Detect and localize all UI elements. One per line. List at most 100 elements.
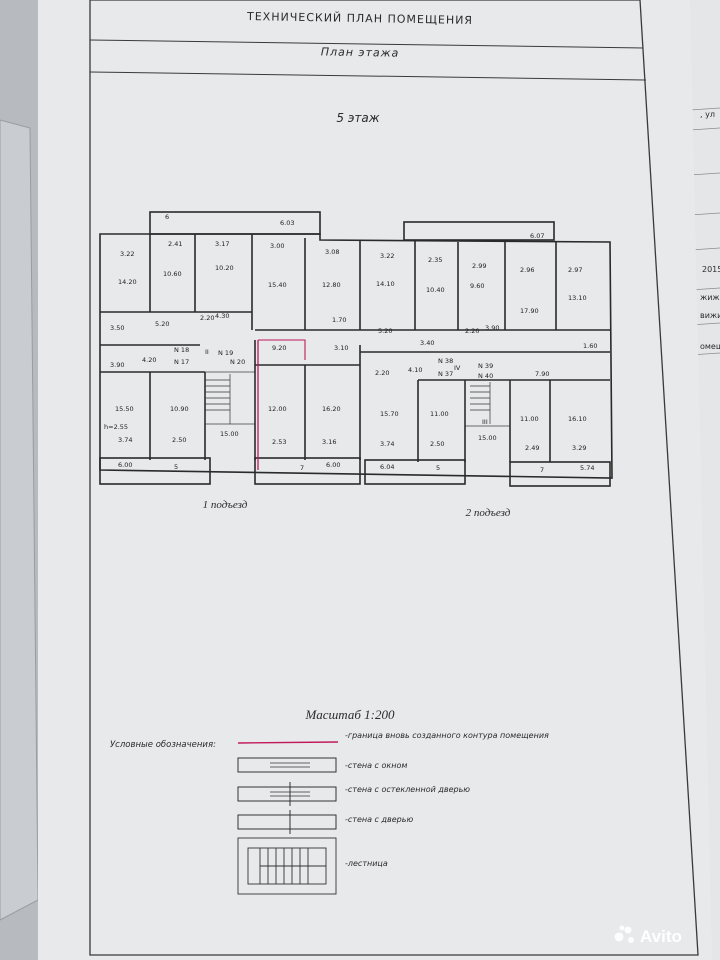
- doc-title: ТЕХНИЧЕСКИЙ ПЛАН ПОМЕЩЕНИЯ: [246, 10, 473, 27]
- dim-r9: 2.96: [520, 266, 534, 274]
- legend-stairs-symbol: [237, 837, 337, 895]
- entrance-2-label: 2 подъезд: [466, 507, 511, 519]
- height-label: h=2.55: [104, 423, 128, 431]
- dim-r6: 3.22: [380, 252, 394, 260]
- dim-b8: 3.29: [572, 444, 586, 452]
- node-n19: N 19: [218, 349, 233, 357]
- dim-r8: 2.99: [472, 262, 486, 270]
- area-bot-8: 15.00: [478, 434, 497, 442]
- area-s8: 3.40: [420, 339, 434, 347]
- area-s12: 2.20: [375, 369, 389, 377]
- area-s13: 4.20: [142, 356, 156, 364]
- dim-o3: 7: [300, 464, 304, 472]
- dim-b1: 3.74: [118, 436, 132, 444]
- dim-o8: 5.74: [580, 464, 594, 472]
- dim-r4: 3.00: [270, 242, 284, 250]
- stairwell-2: [464, 379, 511, 427]
- dim-b7: 2.49: [525, 444, 539, 452]
- sheet-frame: [89, 0, 699, 956]
- legend: Условные обозначения: -граница вновь соз…: [110, 731, 549, 895]
- area-s1: 3.50: [110, 324, 124, 332]
- node-n37: N 37: [438, 370, 453, 378]
- dim-r3: 3.17: [215, 240, 229, 248]
- area-s9: 5.20: [378, 327, 392, 335]
- node-n40: N 40: [478, 372, 493, 380]
- area-s15: 4.10: [408, 366, 422, 374]
- area-bot-7: 11.00: [430, 410, 449, 418]
- area-bot-9: 11.00: [520, 415, 539, 423]
- title-separator-1: [89, 39, 644, 49]
- dim-o1: 6.00: [118, 461, 132, 469]
- title-separator-2: [89, 71, 647, 81]
- legend-wall-window-symbol: [237, 757, 337, 773]
- area-s6: 1.70: [332, 316, 346, 324]
- area-top-1: 14.20: [118, 278, 137, 286]
- dim-o7: 7: [540, 466, 544, 474]
- area-top-4: 15.40: [268, 281, 287, 289]
- dim-r2: 2.41: [168, 240, 182, 248]
- area-s3: 2.20: [200, 314, 214, 322]
- node-n39: N 39: [478, 362, 493, 370]
- dim-r7: 2.35: [428, 256, 442, 264]
- dim-b3: 2.53: [272, 438, 286, 446]
- legend-boundary-line: [237, 741, 339, 744]
- node-ii: II: [205, 348, 209, 356]
- dim-o2: 5: [174, 463, 178, 471]
- area-s4: 4.30: [215, 312, 229, 320]
- dim-b4: 3.16: [322, 438, 336, 446]
- legend-glazed-door-symbol: [237, 786, 337, 802]
- bg-text-4: вижи: [700, 311, 720, 320]
- dim-top-2: 6.03: [280, 219, 294, 227]
- dim-r1: 3.22: [120, 250, 134, 258]
- boundary-line-top: [258, 339, 306, 360]
- legend-item-door: -стена с дверью: [345, 815, 413, 824]
- area-bot-3: 15.00: [220, 430, 239, 438]
- bg-text-2: 2015: [702, 265, 720, 274]
- area-top-7: 10.40: [426, 286, 445, 294]
- area-bot-6: 15.70: [380, 410, 399, 418]
- floor-plan: 6 6.03 6.07 3.22 2.41 3.17 3.00 3.08 3.2…: [99, 211, 613, 519]
- dim-b2: 2.50: [172, 436, 186, 444]
- balcony-right: [403, 221, 555, 241]
- area-s16: 7.90: [535, 370, 549, 378]
- area-s10: 2.20: [465, 327, 479, 335]
- legend-item-window: -стена с окном: [345, 761, 407, 770]
- node-n17: N 17: [174, 358, 189, 366]
- area-top-2: 10.60: [163, 270, 182, 278]
- legend-item-glazed-door: -стена с остекленной дверью: [345, 785, 470, 794]
- doc-subtitle: План этажа: [321, 45, 400, 59]
- area-s2: 5.20: [155, 320, 169, 328]
- balcony-bottom-4: [509, 461, 611, 487]
- node-iii: III: [482, 418, 488, 426]
- avito-watermark: Avito: [614, 925, 682, 946]
- area-top-5: 12.80: [322, 281, 341, 289]
- area-bot-2: 10.90: [170, 405, 189, 413]
- dim-top-1: 6: [165, 213, 169, 221]
- dim-o4: 6.00: [326, 461, 340, 469]
- bg-text-3: жижи: [700, 293, 720, 302]
- node-n20: N 20: [230, 358, 245, 366]
- area-s11: 3.90: [485, 324, 499, 332]
- balcony-bottom-1: [99, 457, 211, 485]
- dim-o6: 5: [436, 464, 440, 472]
- node-iv: IV: [454, 364, 461, 372]
- balcony-bottom-3: [364, 459, 466, 485]
- area-bot-1: 15.50: [115, 405, 134, 413]
- floor-label: 5 этаж: [336, 111, 379, 125]
- dim-b5: 3.74: [380, 440, 394, 448]
- area-bot-10: 16.10: [568, 415, 587, 423]
- area-s17: 1.60: [583, 342, 597, 350]
- node-n18: N 18: [174, 346, 189, 354]
- area-top-3: 10.20: [215, 264, 234, 272]
- bg-text-5: омещ: [700, 342, 720, 351]
- area-top-6: 14.10: [376, 280, 395, 288]
- area-bot-5: 16.20: [322, 405, 341, 413]
- legend-item-boundary: -граница вновь созданного контура помеще…: [345, 731, 549, 740]
- area-top-8: 9.60: [470, 282, 484, 290]
- area-s7: 3.10: [334, 344, 348, 352]
- bg-text-1: , ул: [700, 110, 715, 119]
- dim-r10: 2.97: [568, 266, 582, 274]
- area-top-9: 17.90: [520, 307, 539, 315]
- stairwell-1: [204, 371, 256, 425]
